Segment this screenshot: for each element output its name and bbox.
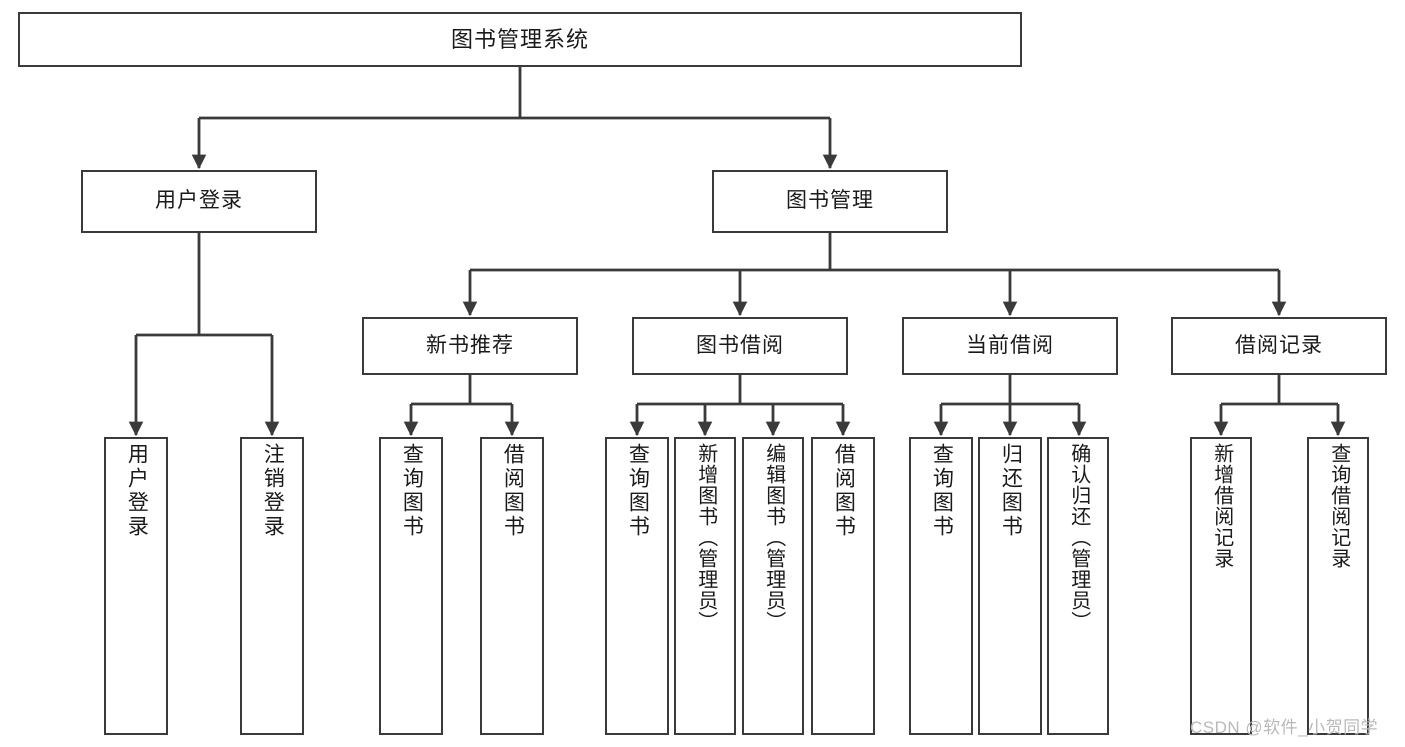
node-label: 查询借阅记录 [1327, 443, 1350, 569]
node-label: 借阅图书 [501, 443, 525, 539]
node-current-borrowing[interactable]: 当前借阅 [902, 317, 1118, 375]
node-label: 图书借阅 [696, 333, 784, 357]
csdn-watermark: CSDN @软件_小贺同学 [1190, 718, 1379, 737]
node-label: 归还图书 [999, 443, 1023, 539]
node-leaf-query-book-borrowing[interactable]: 查询图书 [605, 437, 669, 735]
node-label: 新书推荐 [426, 333, 514, 357]
node-leaf-query-book-recommendation[interactable]: 查询图书 [379, 437, 443, 735]
node-leaf-logout[interactable]: 注销登录 [240, 437, 304, 735]
node-label: 用户登录 [155, 189, 243, 213]
node-label: 注销登录 [261, 443, 285, 539]
node-book-borrowing[interactable]: 图书借阅 [632, 317, 848, 375]
node-leaf-add-book-admin[interactable]: 新增图书（管理员） [674, 437, 736, 735]
node-label: 查询图书 [626, 443, 650, 539]
node-label: 图书管理系统 [450, 26, 589, 52]
node-label: 查询图书 [400, 443, 424, 539]
node-leaf-return-book[interactable]: 归还图书 [978, 437, 1042, 735]
node-leaf-query-borrowing-record[interactable]: 查询借阅记录 [1307, 437, 1369, 735]
node-label: 借阅图书 [832, 443, 856, 539]
node-label: 编辑图书（管理员） [762, 443, 785, 632]
node-label: 借阅记录 [1235, 333, 1323, 357]
node-label: 新增图书（管理员） [694, 443, 717, 632]
node-label: 图书管理 [786, 189, 874, 213]
node-book-management[interactable]: 图书管理 [712, 170, 948, 233]
node-leaf-confirm-return-admin[interactable]: 确认归还（管理员） [1047, 437, 1109, 735]
node-leaf-query-book-current[interactable]: 查询图书 [909, 437, 973, 735]
node-leaf-borrow-book-borrowing[interactable]: 借阅图书 [811, 437, 875, 735]
node-label: 用户登录 [125, 443, 149, 539]
node-label: 新增借阅记录 [1210, 443, 1233, 569]
node-root-book-management-system[interactable]: 图书管理系统 [18, 12, 1022, 67]
node-label: 查询图书 [930, 443, 954, 539]
node-leaf-add-borrowing-record[interactable]: 新增借阅记录 [1190, 437, 1252, 735]
node-user-login[interactable]: 用户登录 [81, 170, 317, 233]
node-leaf-borrow-book-recommendation[interactable]: 借阅图书 [480, 437, 544, 735]
node-new-book-recommendation[interactable]: 新书推荐 [362, 317, 578, 375]
node-label: 当前借阅 [966, 333, 1054, 357]
node-borrowing-records[interactable]: 借阅记录 [1171, 317, 1387, 375]
node-leaf-user-login[interactable]: 用户登录 [104, 437, 168, 735]
node-label: 确认归还（管理员） [1067, 443, 1090, 632]
node-leaf-edit-book-admin[interactable]: 编辑图书（管理员） [742, 437, 804, 735]
